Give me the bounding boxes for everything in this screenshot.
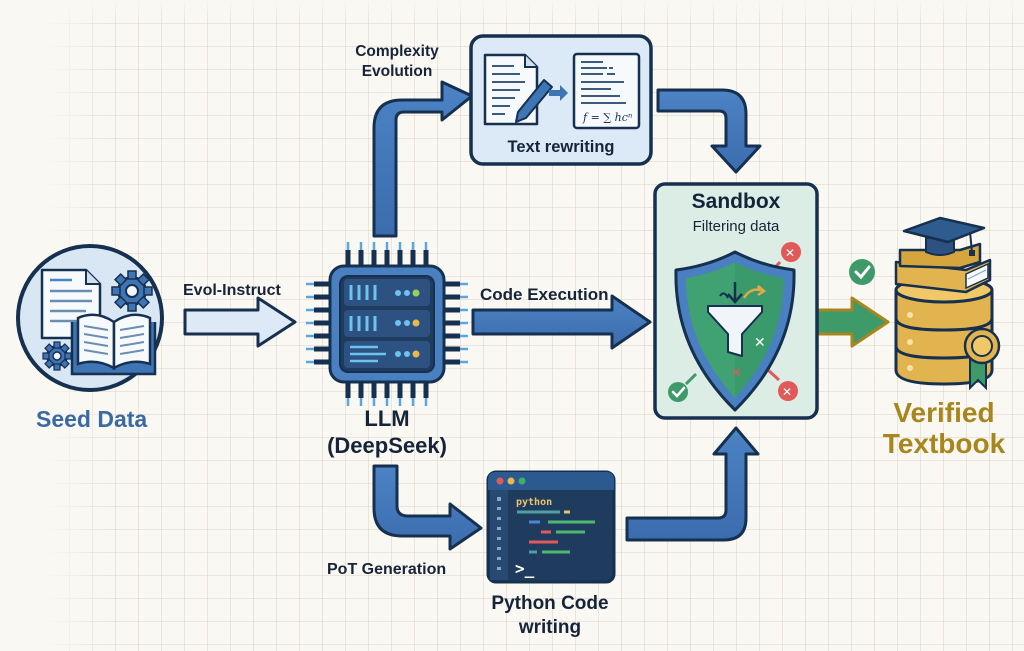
server-row-1 bbox=[344, 279, 430, 306]
terminal-prompt: >_ bbox=[515, 559, 535, 578]
seed-data-node bbox=[16, 244, 164, 392]
verified-textbook-node bbox=[894, 216, 1001, 391]
sandbox-node: ✕ ✕ ✕ ✕ bbox=[653, 182, 819, 420]
complexity-evolution-label: Complexity Evolution bbox=[344, 42, 450, 82]
funnel-icon: ✕ ✕ bbox=[707, 282, 767, 381]
gear-small-icon bbox=[42, 341, 72, 371]
pencil-icon bbox=[515, 79, 553, 123]
text-rewriting-label: Text rewriting bbox=[507, 138, 615, 156]
server-row-2 bbox=[344, 310, 430, 337]
complexity-evolution-line2: Evolution bbox=[361, 63, 433, 80]
seed-data-label: Seed Data bbox=[36, 406, 148, 432]
accept-icon bbox=[668, 382, 688, 402]
sandbox-subtitle: Filtering data bbox=[692, 218, 780, 235]
gear-icon bbox=[111, 270, 153, 312]
verified-check-icon bbox=[849, 259, 875, 285]
arrow-code-execution bbox=[471, 294, 652, 350]
award-badge-icon bbox=[963, 327, 1001, 391]
verified-textbook-line1: Verified bbox=[893, 397, 995, 428]
arrow-pot-generation bbox=[372, 464, 483, 551]
pot-generation-label: PoT Generation bbox=[327, 561, 447, 578]
background-fade-top bbox=[0, 0, 1024, 20]
python-code-label: Python Code writing bbox=[470, 592, 630, 640]
code-execution-label: Code Execution bbox=[480, 285, 609, 304]
arrow-complexity-evolution bbox=[372, 80, 474, 238]
text-rewriting-node: f = ∑ hcⁿ bbox=[469, 34, 653, 166]
arrow-python-to-sandbox bbox=[625, 426, 760, 542]
code-language-label: python bbox=[516, 497, 552, 508]
evol-instruct-label: Evol-Instruct bbox=[183, 282, 281, 299]
rewritten-document-icon: f = ∑ hcⁿ bbox=[572, 52, 641, 130]
svg-text:✕: ✕ bbox=[782, 385, 792, 399]
svg-text:✕: ✕ bbox=[731, 366, 742, 381]
reject-icon-2: ✕ bbox=[778, 381, 798, 401]
formula-text: f = ∑ hcⁿ bbox=[582, 111, 632, 124]
python-code-node: python >_ bbox=[486, 470, 616, 584]
svg-text:✕: ✕ bbox=[754, 335, 766, 351]
verified-textbook-line2: Textbook bbox=[882, 428, 1006, 459]
python-code-line2: writing bbox=[518, 617, 582, 638]
sandbox-title: Sandbox bbox=[691, 190, 781, 213]
server-row-3 bbox=[344, 341, 430, 368]
complexity-evolution-line1: Complexity bbox=[355, 43, 439, 60]
llm-chip-node bbox=[306, 242, 468, 406]
open-book-icon bbox=[70, 313, 157, 376]
document-edit-icon bbox=[483, 53, 553, 126]
python-code-line1: Python Code bbox=[491, 593, 609, 614]
reject-icon: ✕ bbox=[781, 242, 801, 262]
small-arrow-icon bbox=[549, 85, 568, 101]
llm-label-line2: (DeepSeek) bbox=[327, 433, 447, 458]
verified-textbook-label: Verified Textbook bbox=[864, 397, 1024, 459]
graduation-cap-icon bbox=[902, 216, 986, 256]
arrow-evol-instruct bbox=[183, 296, 297, 348]
llm-label-line1: LLM bbox=[364, 406, 410, 431]
arrow-rewrite-to-sandbox bbox=[656, 88, 762, 174]
llm-label: LLM (DeepSeek) bbox=[312, 405, 462, 459]
svg-text:✕: ✕ bbox=[785, 246, 795, 260]
